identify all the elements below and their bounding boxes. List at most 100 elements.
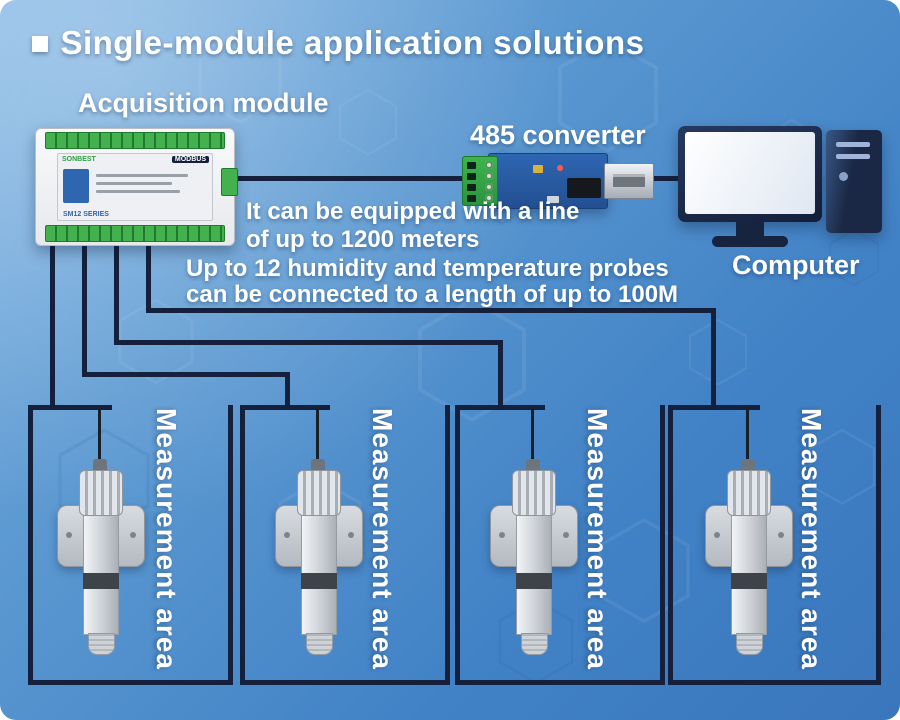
- area-4-border-bottom: [668, 680, 881, 685]
- probe-bus-downlink-3: [498, 340, 503, 410]
- screw-icon: [348, 532, 354, 538]
- usb-slot: [613, 174, 645, 187]
- drive-slot-2: [836, 154, 870, 159]
- probe-bus-downlink-4: [711, 308, 716, 410]
- probe-bus-drop-4: [146, 244, 151, 313]
- title-bullet-icon: ■: [30, 24, 51, 61]
- area-1-border-top: [28, 405, 112, 410]
- monitor-stand: [736, 222, 764, 237]
- probe-bus-run-4: [146, 308, 716, 313]
- module-series-text: SM12 SERIES: [63, 211, 109, 218]
- label-text-line: [96, 190, 180, 193]
- terminal-strip-top: [45, 132, 225, 149]
- output-terminal: [221, 168, 238, 196]
- acquisition-module-device: SONBEST MODBUS SM12 SERIES: [35, 128, 238, 246]
- humidity-temperature-probe-1: [55, 455, 145, 660]
- probe-bus-drop-1: [50, 244, 55, 410]
- computer-label: Computer: [732, 250, 860, 280]
- label-text-line: [96, 174, 188, 177]
- module-brand-text: SONBEST: [62, 156, 96, 163]
- area-1-border-bottom: [28, 680, 233, 685]
- area-2-border-top: [240, 405, 330, 410]
- page-title-text: Single-module application solutions: [60, 24, 645, 61]
- area-2-border-left: [240, 405, 245, 685]
- probe-cap: [512, 470, 556, 516]
- probe-sensor-filter: [521, 633, 548, 655]
- area-3-border-right: [660, 405, 665, 685]
- monitor-base: [712, 236, 788, 247]
- terminal-screw: [485, 194, 493, 202]
- note-line-length-2: of up to 1200 meters: [246, 226, 480, 253]
- area-3-border-top: [455, 405, 545, 410]
- led-indicator: [557, 165, 563, 171]
- note-probe-count-2: can be connected to a length of up to 10…: [186, 281, 679, 308]
- probe-cable-3: [531, 408, 534, 462]
- humidity-temperature-probe-3: [488, 455, 578, 660]
- terminal-hole: [467, 184, 476, 191]
- 485-converter-label: 485 converter: [470, 120, 646, 150]
- pcb-board: [488, 153, 608, 209]
- humidity-temperature-probe-2: [273, 455, 363, 660]
- area-2-border-right: [445, 405, 450, 685]
- 485-converter-device: [462, 148, 654, 212]
- area-4-border-right: [876, 405, 881, 685]
- modbus-protocol-badge: MODBUS: [171, 156, 209, 163]
- terminal-screw: [485, 183, 493, 191]
- probe-bus-drop-2: [82, 244, 87, 377]
- ic-chip: [567, 178, 601, 198]
- page-title: ■Single-module application solutions: [30, 24, 644, 62]
- probe-bus-run-3: [114, 340, 503, 345]
- probe-sensor-filter: [306, 633, 333, 655]
- area-1-border-left: [28, 405, 33, 685]
- area-1-border-right: [228, 405, 233, 685]
- area-4-border-top: [668, 405, 760, 410]
- probe-band: [516, 573, 552, 589]
- label-text-line: [96, 182, 172, 185]
- probe-sensor-filter: [736, 633, 763, 655]
- wire-converter-to-computer: [645, 176, 685, 181]
- terminal-hole: [467, 162, 476, 169]
- screw-icon: [778, 532, 784, 538]
- monitor-screen: [685, 132, 815, 214]
- probe-band: [83, 573, 119, 589]
- probe-cable-gland: [311, 459, 325, 473]
- probe-cable-1: [98, 408, 101, 462]
- screw-icon: [130, 532, 136, 538]
- screw-icon: [563, 532, 569, 538]
- terminal-hole: [467, 195, 476, 202]
- probe-cap: [79, 470, 123, 516]
- terminal-screw: [485, 172, 493, 180]
- capacitor-component: [533, 165, 543, 173]
- probe-bus-drop-3: [114, 244, 119, 345]
- measurement-area-label-4: Measurement area: [796, 408, 827, 670]
- probe-sensor-filter: [88, 633, 115, 655]
- probe-cable-2: [316, 408, 319, 462]
- power-button-icon: [839, 172, 848, 181]
- screw-icon: [499, 532, 505, 538]
- probe-bus-downlink-2: [285, 372, 290, 410]
- resistor-component: [547, 196, 559, 203]
- probe-cable-gland: [93, 459, 107, 473]
- screw-icon: [714, 532, 720, 538]
- probe-cable-4: [746, 408, 749, 462]
- probe-cable-gland: [526, 459, 540, 473]
- measurement-area-label-1: Measurement area: [151, 408, 182, 670]
- measurement-area-label-3: Measurement area: [582, 408, 613, 670]
- terminal-block: [462, 156, 498, 206]
- probe-band: [301, 573, 337, 589]
- probe-cap: [727, 470, 771, 516]
- terminal-hole: [467, 173, 476, 180]
- wire-module-to-converter: [235, 176, 465, 181]
- area-3-border-bottom: [455, 680, 665, 685]
- computer-monitor: [678, 126, 822, 250]
- usb-plug: [604, 163, 654, 199]
- probe-cap: [297, 470, 341, 516]
- terminal-strip-bottom: [45, 225, 225, 242]
- drive-slot-1: [836, 142, 870, 147]
- screw-icon: [66, 532, 72, 538]
- area-4-border-left: [668, 405, 673, 685]
- measurement-area-label-2: Measurement area: [367, 408, 398, 670]
- probe-bus-run-2: [82, 372, 290, 377]
- area-3-border-left: [455, 405, 460, 685]
